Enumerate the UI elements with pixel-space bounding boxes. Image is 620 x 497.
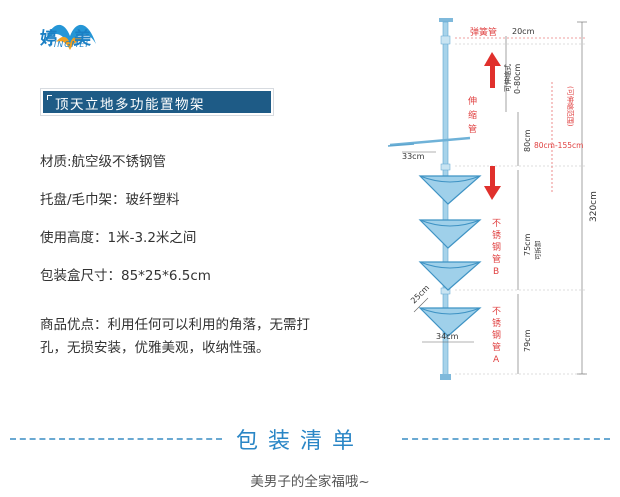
- tray: [418, 175, 482, 205]
- pole-top-cap: [439, 18, 453, 22]
- label-telescopic-len: 80cm: [523, 129, 532, 152]
- svg-text:钢: 钢: [492, 329, 501, 341]
- label-adjustable: 可伸缩式: [503, 64, 512, 92]
- product-dimension-diagram: 弹簧管 20cm 可伸缩式 0-80cm 伸 缩 管 (可伸缩范围) 80cm-…: [387, 18, 599, 380]
- section-divider: 包装清单: [10, 423, 610, 454]
- tray: [418, 261, 482, 291]
- product-advantages: 商品优点：利用任何可以利用的角落，无需打孔，无损安装，优雅美观，收纳性强。: [40, 317, 310, 356]
- label-tube-a-len: 79cm: [523, 329, 532, 352]
- section-title: 包装清单: [236, 429, 365, 454]
- label-telescopic-1: 伸: [468, 95, 477, 107]
- label-tube-a: 不: [492, 306, 501, 317]
- svg-text:锈: 锈: [492, 317, 501, 329]
- label-total-height: 320cm: [589, 191, 599, 222]
- pole-base: [440, 374, 451, 380]
- label-top-len: 20cm: [512, 27, 535, 36]
- spec-tray: 托盘/毛巾架：玻纤塑料: [40, 192, 180, 208]
- brand-logo-icon: [44, 24, 96, 50]
- label-telescopic-range-label: (可伸缩范围): [566, 86, 575, 127]
- label-spring-tube: 弹簧管: [470, 26, 497, 38]
- svg-text:管: 管: [492, 253, 501, 265]
- label-arm-len: 33cm: [402, 152, 425, 161]
- svg-text:缩: 缩: [468, 109, 477, 121]
- footer-caption: 美男子的全家福哦~: [250, 474, 370, 490]
- svg-text:管: 管: [492, 341, 501, 353]
- towel-bar: [389, 136, 471, 147]
- label-tube-b: 不: [492, 218, 501, 229]
- spec-package: 包装盒尺寸：85*25*6.5cm: [40, 268, 211, 284]
- product-title-banner: 顶天立地多功能置物架: [40, 88, 274, 116]
- label-tray-side: 25cm: [409, 283, 431, 305]
- brand-name-char-2: 美: [74, 29, 91, 49]
- label-adjustable-range: 0-80cm: [513, 63, 522, 94]
- label-telescopic-range: 80cm-155cm: [534, 141, 583, 150]
- arrow-up-icon: [484, 52, 501, 88]
- label-tube-b-len: 75cm: [523, 233, 532, 256]
- spec-material: 材质:航空级不锈钢管: [40, 154, 167, 170]
- svg-text:B: B: [493, 267, 499, 277]
- tray: [418, 219, 482, 249]
- brand-name-char-1: 婷: [40, 29, 57, 49]
- spec-height: 使用高度：1米-3.2米之间: [40, 230, 197, 246]
- svg-text:管: 管: [468, 123, 477, 135]
- svg-text:锈: 锈: [492, 229, 501, 241]
- label-tray-width: 34cm: [436, 332, 459, 341]
- arrow-down-icon: [484, 166, 501, 200]
- tray: [418, 307, 482, 337]
- svg-text:钢: 钢: [492, 241, 501, 253]
- label-removable: 可拆卸: [533, 240, 542, 260]
- brand-name-en: TINGMEI: [48, 40, 89, 49]
- svg-text:A: A: [493, 355, 500, 365]
- product-title: 顶天立地多功能置物架: [55, 97, 205, 113]
